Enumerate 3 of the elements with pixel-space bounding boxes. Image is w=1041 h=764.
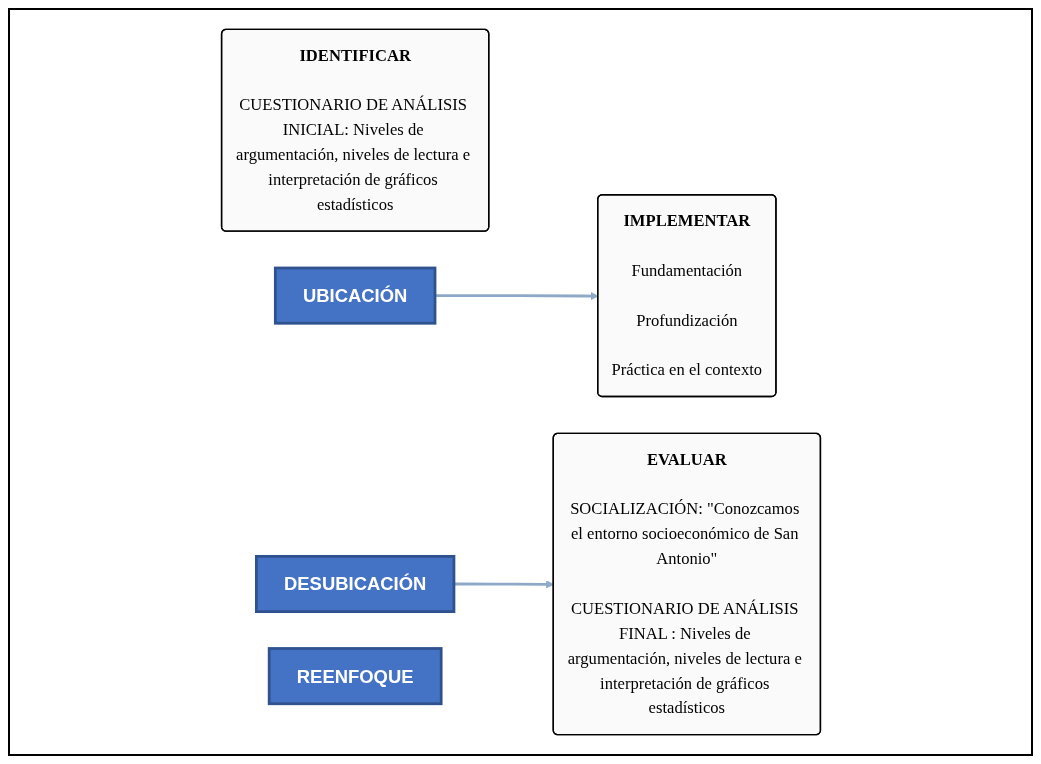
node-box: REENFOQUE — [267, 647, 443, 706]
node-box: DESUBICACIÓN — [254, 555, 455, 613]
node-box: UBICACIÓN — [273, 266, 436, 325]
